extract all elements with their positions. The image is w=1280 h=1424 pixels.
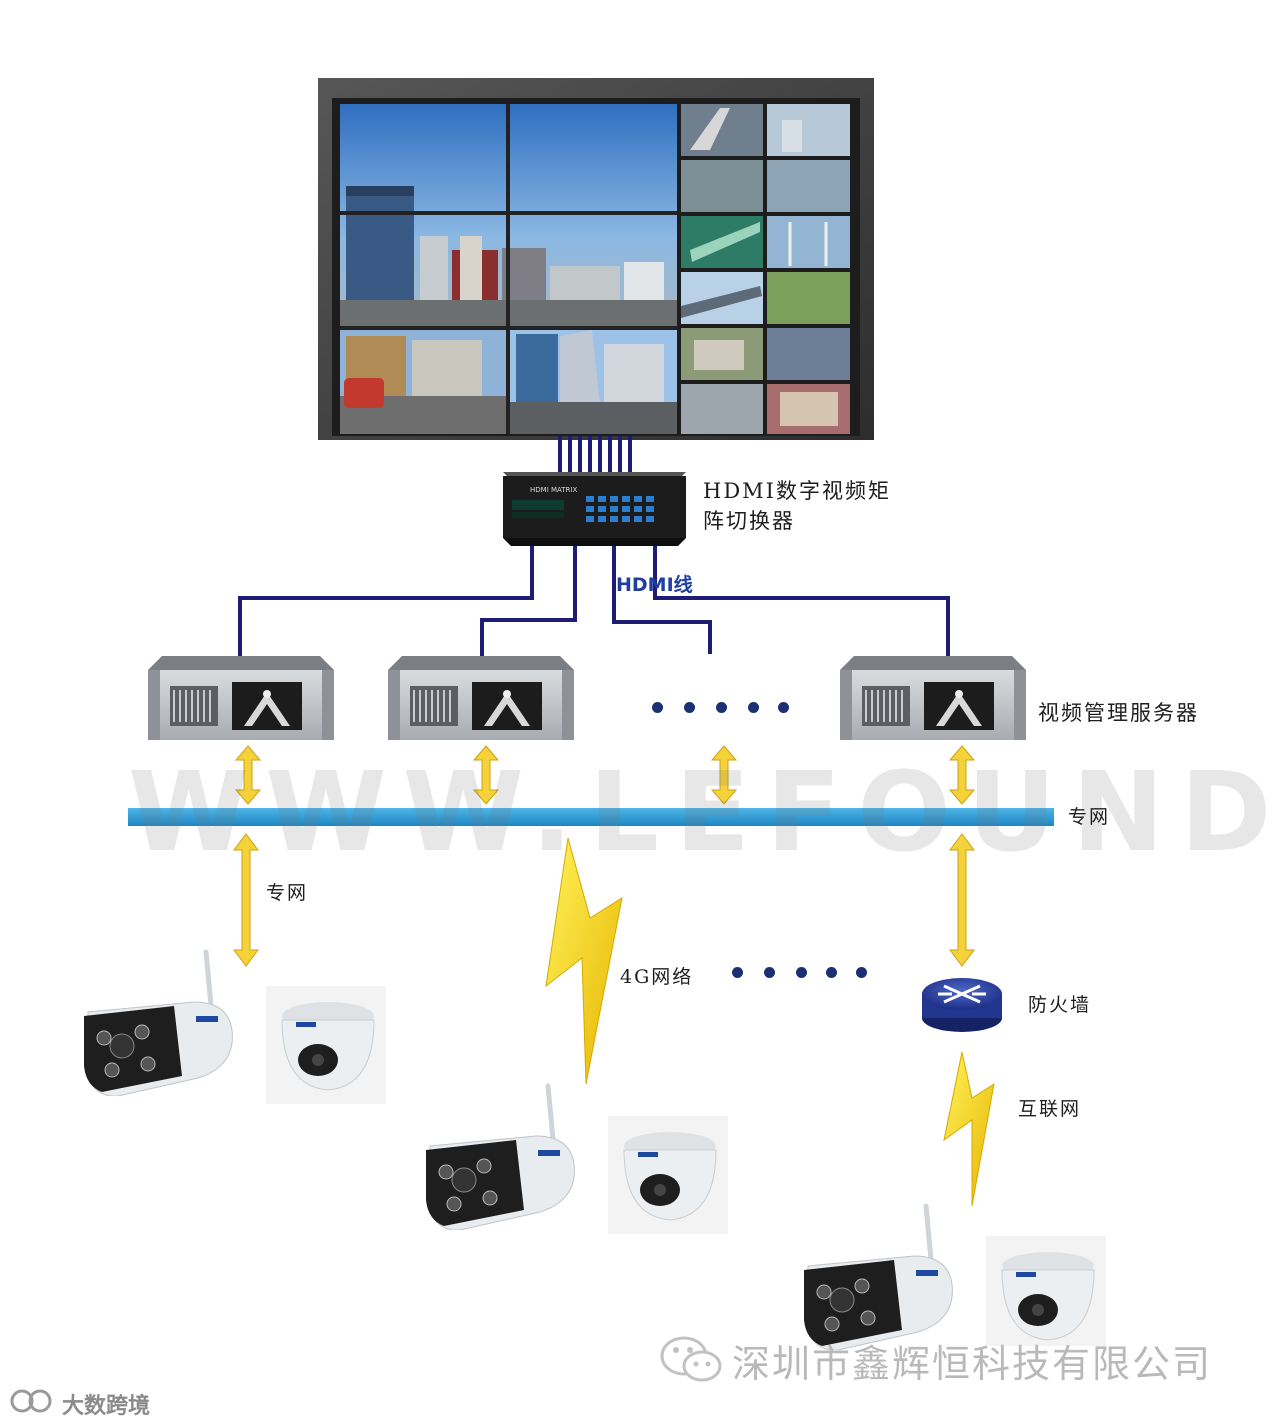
- private-network-bus: [128, 808, 1054, 826]
- rack-server-icon: [840, 656, 1026, 740]
- internet-label: 互联网: [1018, 1098, 1082, 1120]
- net-4g-label: 4G网络: [620, 966, 694, 988]
- source-logo-icon: [10, 1389, 52, 1413]
- firewall-label: 防火墙: [1028, 994, 1092, 1016]
- double-arrow-icon: [948, 745, 976, 805]
- double-arrow-icon: [710, 745, 738, 805]
- bullet-camera-icon: [804, 1203, 953, 1350]
- private-net-link-label: 专网: [266, 882, 309, 904]
- double-arrow-icon: [234, 745, 262, 805]
- wall-hdmi-cables: [558, 436, 632, 474]
- watermark-text: WWW.LEFOUND.NET: [128, 748, 1280, 876]
- hdmi-cable-label: HDMI线: [616, 574, 693, 596]
- lightning-icon: [943, 1051, 995, 1207]
- double-arrow-icon: [233, 833, 259, 967]
- dome-camera-icon: [608, 1116, 728, 1234]
- bullet-camera-icon: [84, 949, 233, 1096]
- server-hdmi-cables: [238, 546, 950, 656]
- wechat-icon: [660, 1336, 722, 1382]
- lightning-icon: [545, 837, 623, 1085]
- source-label: 大数跨境: [62, 1394, 151, 1419]
- matrix-label-line1: HDMI数字视频矩: [703, 479, 891, 503]
- company-name: 深圳市鑫辉恒科技有限公司: [732, 1342, 1213, 1386]
- rack-server-icon: [148, 656, 334, 740]
- firewall-router-icon: [922, 978, 1002, 1032]
- bullet-camera-icon: [426, 1083, 575, 1230]
- double-arrow-icon: [472, 745, 500, 805]
- dome-camera-icon: [986, 1236, 1106, 1346]
- rack-server-icon: [388, 656, 574, 740]
- dome-camera-icon: [266, 986, 386, 1104]
- wall-screen-panorama: [340, 104, 677, 434]
- wall-screen-tiles: [681, 104, 850, 434]
- video-wall-icon: [318, 78, 874, 440]
- matrix-panel-text: HDMI MATRIX: [530, 486, 577, 494]
- hdmi-matrix-icon: HDMI MATRIX: [503, 472, 686, 546]
- private-net-bus-label: 专网: [1068, 806, 1111, 828]
- video-server-label: 视频管理服务器: [1038, 701, 1199, 725]
- double-arrow-icon: [949, 833, 975, 967]
- matrix-label-line2: 阵切换器: [703, 509, 795, 533]
